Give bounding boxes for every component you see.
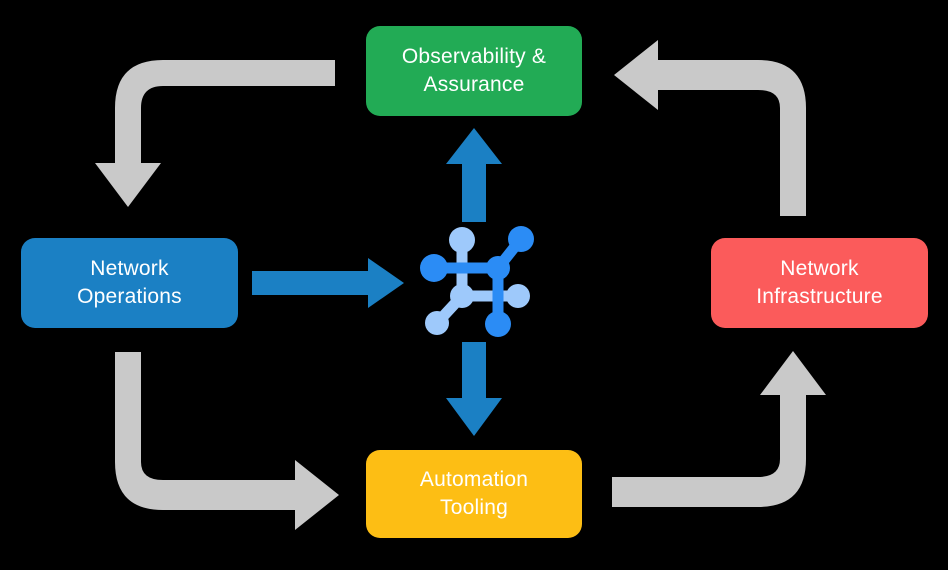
node-network-operations[interactable]: Network Operations [21,238,238,328]
arrow-operations-to-automation [115,352,339,530]
node-operations-label: Network Operations [77,257,182,308]
arrow-infrastructure-to-observability [614,40,806,216]
node-automation-tooling[interactable]: Automation Tooling [366,450,582,538]
node-infrastructure-label: Network Infrastructure [756,257,883,308]
node-network-infrastructure[interactable]: Network Infrastructure [711,238,928,328]
arrow-center-to-observability [446,128,502,222]
arrow-observability-to-operations [95,60,335,207]
arrow-center-to-automation [446,342,502,436]
node-automation-label: Automation Tooling [419,468,529,519]
arrow-automation-to-infrastructure [612,351,826,507]
node-observability-assurance[interactable]: Observability & Assurance [366,26,582,116]
arrow-operations-to-center [252,258,404,308]
node-observability-label: Observability & Assurance [401,45,547,96]
